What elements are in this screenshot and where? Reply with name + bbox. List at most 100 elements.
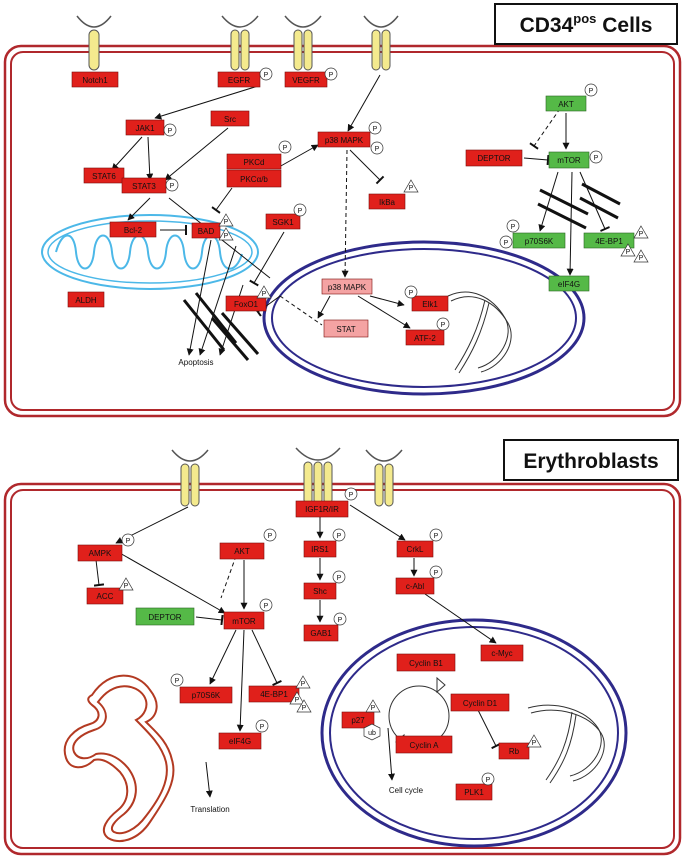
panel-title-box — [503, 439, 679, 481]
receptor-p38-upstream — [363, 15, 399, 71]
node-shc[interactable]: Shc — [303, 582, 337, 600]
node-eif4g[interactable]: eIF4G — [218, 732, 262, 750]
node-label: ACC — [97, 592, 114, 601]
node-label: Shc — [313, 587, 327, 596]
node-label: FoxO1 — [234, 300, 259, 309]
phospho-triangles-panel1: P P P P P P P — [218, 179, 649, 299]
node-bad[interactable]: BAD — [191, 222, 221, 239]
node-egfr[interactable]: EGFR — [217, 71, 261, 88]
node-bcl2[interactable]: Bcl-2 — [109, 221, 157, 238]
phospho-triangle-mark: P — [256, 285, 272, 299]
phospho-circle-mark: P — [332, 570, 346, 584]
node-mtor[interactable]: mTOR — [548, 151, 590, 169]
node-crkl[interactable]: CrkL — [396, 540, 434, 558]
node-p38-mapk-nuclear[interactable]: p38 MAPK — [321, 278, 373, 295]
svg-text:P: P — [371, 705, 376, 712]
node-irs1[interactable]: IRS1 — [303, 540, 337, 558]
node-p38-mapk[interactable]: p38 MAPK — [317, 131, 371, 148]
phospho-circle-mark: P — [506, 219, 520, 233]
node-sgk1[interactable]: SGK1 — [265, 213, 301, 230]
node-plk1[interactable]: PLK1 — [455, 783, 493, 801]
node-c-abl[interactable]: c-Abl — [395, 577, 435, 595]
node-label: VEGFR — [292, 76, 320, 85]
node-label: IkBa — [379, 198, 396, 207]
dna-helix — [527, 704, 605, 784]
node-cyclin-d1[interactable]: Cyclin D1 — [450, 693, 510, 712]
node-label: p70S6K — [192, 691, 221, 700]
node-jak1[interactable]: JAK1 — [125, 119, 165, 136]
node-notch1[interactable]: Notch1 — [71, 71, 119, 88]
node-p27[interactable]: p27 — [341, 711, 375, 729]
node-label: c-Myc — [491, 649, 512, 658]
phospho-circle-mark: P — [429, 565, 443, 579]
node-rb[interactable]: Rb — [498, 742, 530, 760]
node-label: IRS1 — [311, 545, 329, 554]
node-elk1[interactable]: Elk1 — [411, 295, 449, 312]
phospho-triangle-mark: P — [289, 691, 305, 705]
nucleus — [262, 240, 586, 396]
receptor-vegfr — [284, 15, 322, 71]
svg-text:P: P — [295, 697, 300, 704]
phospho-circle-mark: P — [370, 141, 384, 155]
node-gab1[interactable]: GAB1 — [303, 624, 339, 642]
phospho-triangle-mark: P — [295, 675, 311, 689]
node-cyclin-b1[interactable]: Cyclin B1 — [396, 653, 456, 672]
node-ampk[interactable]: AMPK — [77, 544, 123, 562]
node-4ebp1[interactable]: 4E-BP1 — [248, 685, 300, 703]
phospho-triangle-mark: P — [526, 734, 542, 748]
phospho-triangle-mark: P — [620, 243, 636, 257]
phospho-triangle-mark: P — [296, 699, 312, 713]
node-deptor[interactable]: DEPTOR — [465, 149, 523, 167]
node-pkcd[interactable]: PKCd — [226, 153, 282, 170]
node-deptor[interactable]: DEPTOR — [135, 607, 195, 626]
node-p70s6k[interactable]: p70S6K — [179, 686, 233, 704]
node-igf1r-ir[interactable]: IGF1R/IR — [295, 500, 349, 518]
node-cyclin-a[interactable]: Cyclin A — [395, 735, 453, 754]
svg-text:P: P — [175, 678, 180, 685]
svg-text:P: P — [170, 183, 175, 190]
node-c-myc[interactable]: c-Myc — [480, 644, 524, 662]
svg-text:P: P — [511, 224, 516, 231]
node-stat6[interactable]: STAT6 — [83, 167, 125, 184]
node-atf2[interactable]: ATF-2 — [405, 329, 445, 346]
node-stat[interactable]: STAT — [323, 319, 369, 338]
node-4ebp1[interactable]: 4E-BP1 — [583, 232, 635, 249]
node-foxo1[interactable]: FoxO1 — [225, 295, 267, 312]
node-eif4g[interactable]: eIF4G — [548, 275, 590, 292]
svg-text:P: P — [504, 240, 509, 247]
dna-helix — [447, 291, 512, 374]
phospho-circle-mark: P — [499, 235, 513, 249]
svg-text:P: P — [329, 72, 334, 79]
phospho-circle-mark: P — [324, 67, 338, 81]
phospho-marks-panel2: P P P P P P P P P P P P — [121, 487, 495, 786]
node-stat3[interactable]: STAT3 — [121, 177, 167, 194]
receptor-notch1 — [76, 15, 112, 71]
phospho-circle-mark: P — [259, 67, 273, 81]
node-label: c-Abl — [406, 582, 424, 591]
node-akt[interactable]: AKT — [545, 95, 587, 112]
svg-text:P: P — [639, 231, 644, 238]
node-src[interactable]: Src — [210, 110, 250, 127]
svg-text:P: P — [434, 570, 439, 577]
node-akt[interactable]: AKT — [219, 542, 265, 560]
svg-text:P: P — [126, 538, 131, 545]
node-ikba[interactable]: IkBa — [368, 193, 406, 210]
svg-text:P: P — [264, 72, 269, 79]
node-vegfr[interactable]: VEGFR — [284, 71, 328, 88]
node-mtor[interactable]: mTOR — [223, 611, 265, 630]
node-label: mTOR — [232, 617, 256, 626]
node-label: PKCα/b — [240, 175, 268, 184]
node-label: p27 — [351, 716, 365, 725]
node-aldh[interactable]: ALDH — [67, 291, 105, 308]
node-label: Cyclin A — [410, 741, 440, 750]
node-acc[interactable]: ACC — [86, 587, 124, 605]
svg-text:P: P — [532, 740, 537, 747]
svg-text:P: P — [589, 88, 594, 95]
phospho-circle-mark: P — [436, 317, 450, 331]
phospho-circle-mark: P — [255, 719, 269, 733]
node-label: DEPTOR — [477, 154, 510, 163]
node-p70s6k[interactable]: p70S6K — [512, 232, 566, 249]
svg-text:P: P — [441, 322, 446, 329]
phospho-circle-mark: P — [368, 121, 382, 135]
node-pkcab[interactable]: PKCα/b — [226, 169, 282, 188]
